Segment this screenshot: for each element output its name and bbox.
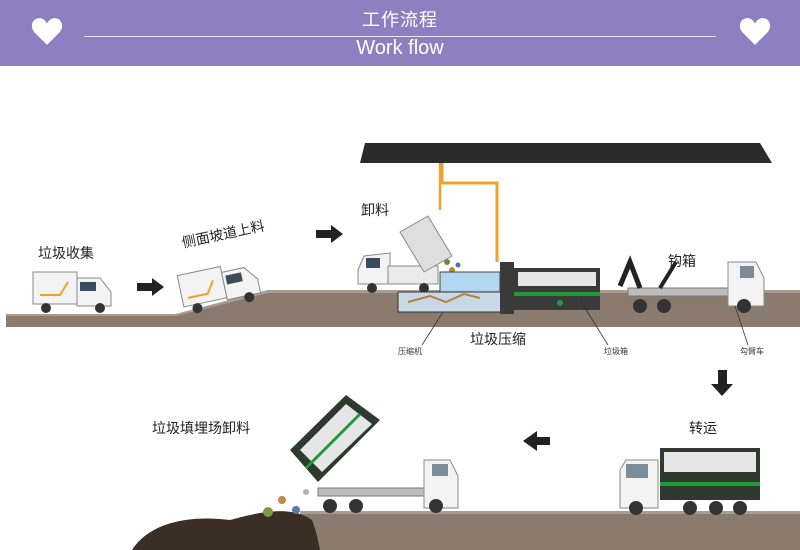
- arrow-left-icon: [523, 431, 550, 451]
- ramp-truck: [176, 265, 262, 314]
- label-transport: 转运: [689, 421, 717, 437]
- transport-truck: [619, 448, 760, 515]
- title-divider: [84, 36, 716, 37]
- hook-lift-truck: [617, 255, 765, 313]
- compression-station: [397, 262, 600, 314]
- label-hook-truck: 勾臂车: [740, 347, 764, 356]
- label-hook: 钩箱: [668, 254, 696, 270]
- label-container: 垃圾箱: [604, 347, 628, 356]
- heart-icon: [31, 18, 63, 45]
- arrow-down-icon: [711, 370, 733, 396]
- label-unload: 卸料: [361, 203, 389, 219]
- garbage-pile: [132, 489, 320, 550]
- unloading-truck: [357, 215, 461, 293]
- title-english: Work flow: [356, 37, 444, 59]
- arrow-right-icon: [137, 278, 164, 296]
- label-landfill: 垃圾填埋场卸料: [152, 421, 250, 437]
- label-collect: 垃圾收集: [38, 246, 94, 262]
- canopy: [360, 143, 772, 262]
- compressor-leader: [421, 311, 444, 346]
- container-leader: [579, 299, 609, 346]
- arrow-right-icon: [316, 225, 343, 243]
- hook-truck-leader: [734, 305, 749, 346]
- heart-icon: [739, 18, 771, 45]
- header-banner: 工作流程 Work flow: [0, 0, 800, 66]
- title-chinese: 工作流程: [362, 10, 438, 31]
- landfill-truck: [290, 395, 459, 513]
- label-compress: 垃圾压缩: [470, 332, 526, 348]
- lower-ground: [300, 511, 800, 550]
- collection-truck: [32, 271, 112, 313]
- label-compressor: 压缩机: [398, 347, 422, 356]
